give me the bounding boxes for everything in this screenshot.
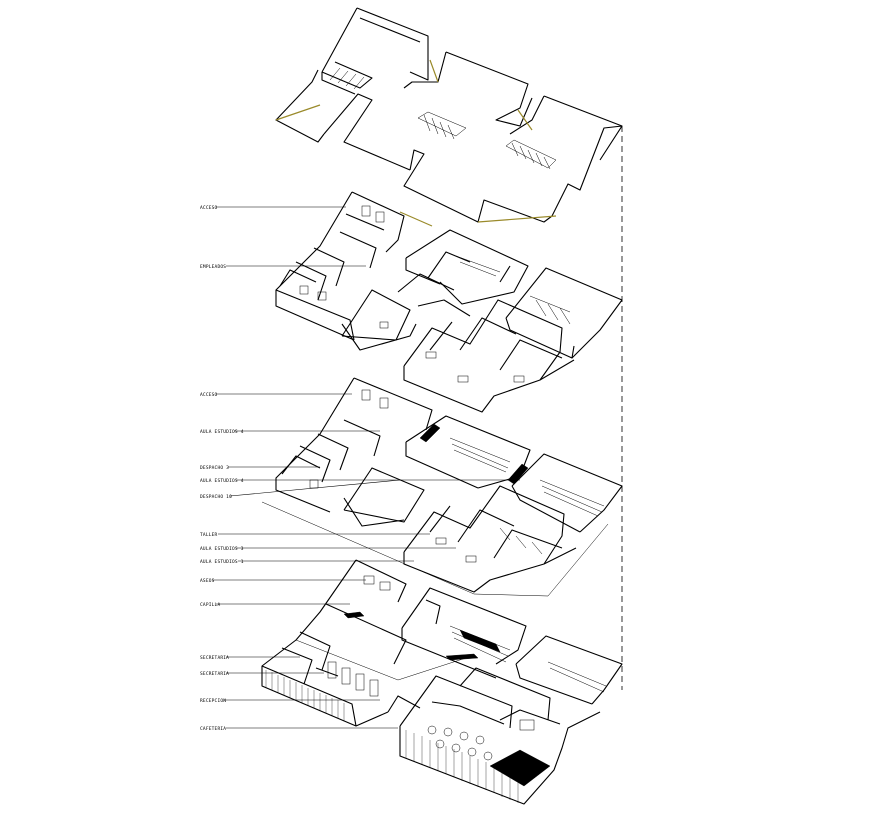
label-recepcion: RECEPCION xyxy=(200,698,226,704)
label-aula-estudios-1: AULA ESTUDIOS 1 xyxy=(200,559,244,565)
label-aula-estudios-4-b: AULA ESTUDIOS 4 xyxy=(200,478,244,484)
label-secretaria-b: SECRETARIA xyxy=(200,671,229,677)
roof-level xyxy=(275,7,623,223)
label-despacho-10: DESPACHO 10 xyxy=(200,494,232,500)
label-acceso-middle: ACCESO xyxy=(200,392,218,398)
ground-floor xyxy=(261,559,623,805)
label-aula-estudios-3: AULA ESTUDIOS 3 xyxy=(200,546,244,552)
label-aula-estudios-4-a: AULA ESTUDIOS 4 xyxy=(200,429,244,435)
label-cafeteria: CAFETERIA xyxy=(200,726,226,732)
label-capilla: CAPILLA xyxy=(200,602,220,608)
middle-floor xyxy=(261,377,623,597)
label-taller: TALLER xyxy=(200,532,218,538)
label-acceso-upper: ACCESO xyxy=(200,205,218,211)
label-empleados: EMPLEADOS xyxy=(200,264,226,270)
label-despacho-3: DESPACHO 3 xyxy=(200,465,229,471)
label-secretaria-a: SECRETARIA xyxy=(200,655,229,661)
upper-floor xyxy=(275,191,623,413)
leader-lines xyxy=(212,206,520,729)
label-aseos: ASEOS xyxy=(200,578,215,584)
